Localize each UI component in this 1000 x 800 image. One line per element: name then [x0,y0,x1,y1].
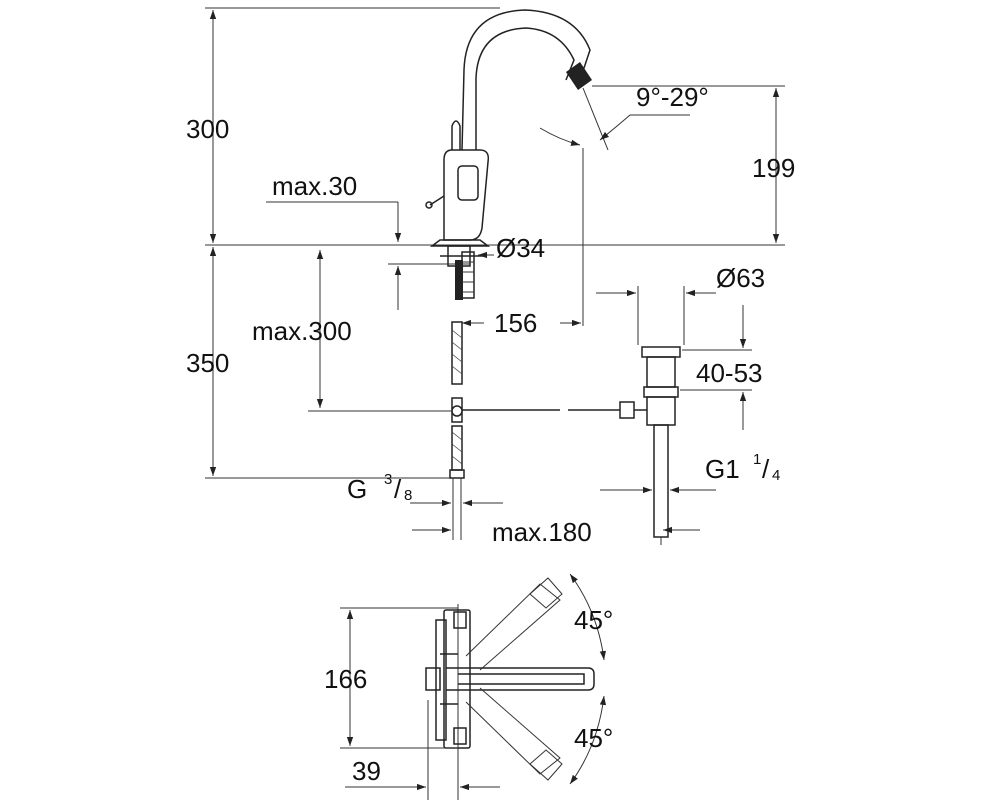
dim-156-label: 156 [494,308,537,338]
dim-d34-label: Ø34 [496,233,545,263]
waste-valve [634,346,681,538]
mounting-shank [440,245,484,300]
dim-166-label: 166 [324,664,367,694]
svg-text:4: 4 [772,467,780,484]
plan-spout-rotated-bottom [465,687,561,775]
plan-spout-tip-bottom [529,749,563,781]
dim-4053-label: 40-53 [696,358,763,388]
dim-39-label: 39 [352,756,381,786]
dim-max180-label: max.180 [492,517,592,547]
dim-199-label: 199 [752,153,795,183]
popup-rod [449,321,465,479]
plan-base [425,609,471,749]
dim-g114-label: G1 1 / 4 [705,451,780,484]
linkage-nut [619,401,635,419]
plan-angle-bottom-label: 45° [574,723,613,753]
elevation-view: 300 350 9°-29° 199 [186,7,795,547]
dim-350-label: 350 [186,348,229,378]
plan-view: 45° 45° 166 39 [324,573,613,800]
svg-text:G: G [347,474,367,504]
dim-d63-label: Ø63 [716,263,765,293]
dim-300-label: 300 [186,114,229,144]
swivel-ref-line [582,87,609,151]
svg-text:G1: G1 [705,454,740,484]
swivel-angle-label: 9°-29° [636,82,709,112]
dim-max300-label: max.300 [252,316,352,346]
dim-max30-label: max.30 [272,171,357,201]
svg-text:/: / [394,474,402,504]
svg-text:3: 3 [384,471,392,488]
swivel-arc-left [539,127,581,146]
swivel-arc-right [599,114,690,141]
plan-spout-tip-top [529,577,563,609]
plan-arc-top [569,573,607,661]
svg-text:1: 1 [753,451,761,468]
plan-spout-straight [446,667,595,691]
plan-spout-rotated-top [465,583,561,671]
faucet-body [425,9,592,247]
plan-spout-inner [458,673,585,685]
svg-text:/: / [762,454,770,484]
svg-text:8: 8 [404,487,412,504]
plan-angle-top-label: 45° [574,605,613,635]
plan-arc-bottom [569,695,607,785]
dim-g38-label: G 3 / 8 [347,471,412,504]
